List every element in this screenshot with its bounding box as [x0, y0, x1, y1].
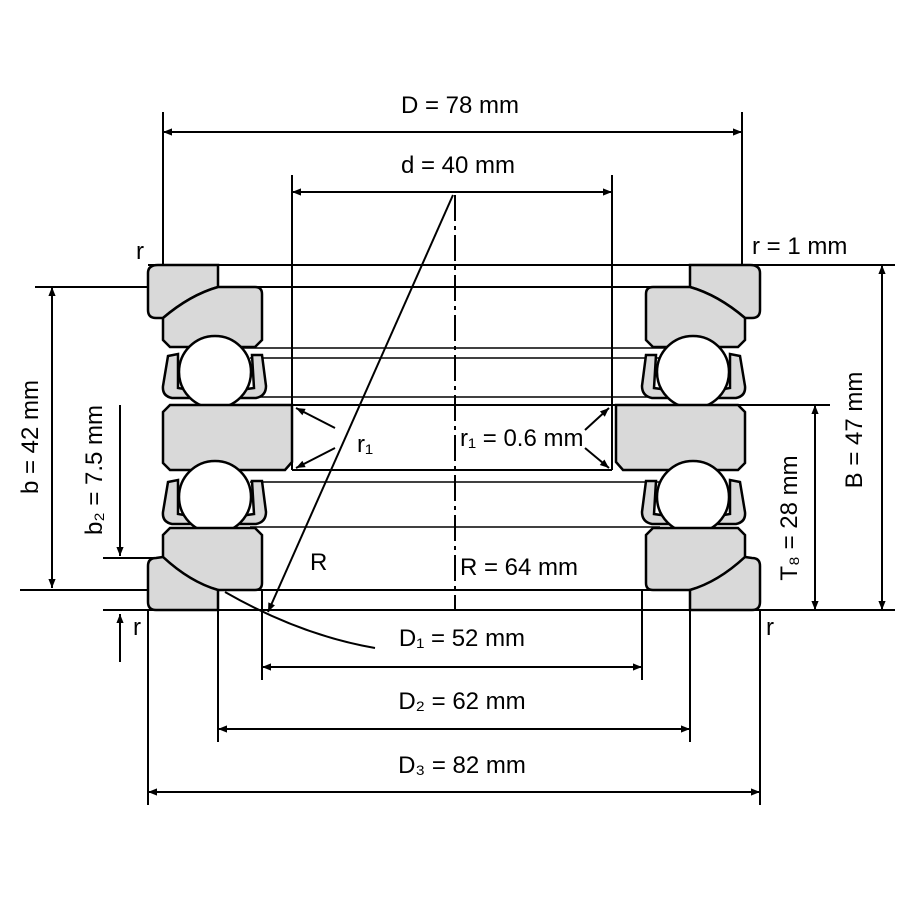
label-D2: D₂ = 62 mm	[398, 688, 525, 715]
label-r1-value: r₁ = 0.6 mm	[460, 425, 583, 452]
label-r-top-left: r	[136, 238, 144, 265]
label-b: b = 42 mm	[17, 380, 44, 494]
label-R: R	[310, 549, 327, 576]
label-d: d = 40 mm	[401, 152, 515, 179]
label-B: B = 47 mm	[841, 372, 868, 489]
dimension-lines	[48, 128, 886, 796]
label-D: D = 78 mm	[401, 92, 519, 119]
label-r-value: r = 1 mm	[752, 233, 847, 260]
radius-arc	[224, 591, 376, 649]
label-T8: T₈ = 28 mm	[776, 455, 803, 580]
label-r1: r₁	[357, 431, 373, 458]
label-r-bottom-right: r	[766, 614, 774, 641]
bearing-right	[614, 263, 762, 612]
radius-arrow	[267, 194, 454, 613]
reference-lines	[20, 112, 895, 805]
label-R-value: R = 64 mm	[460, 554, 578, 581]
label-D3: D₃ = 82 mm	[398, 752, 526, 779]
label-b2: b₂ = 7.5 mm	[81, 405, 108, 535]
label-r-bottom-left: r	[133, 614, 141, 641]
label-D1: D₁ = 52 mm	[399, 625, 525, 652]
bearing-left	[146, 263, 294, 612]
